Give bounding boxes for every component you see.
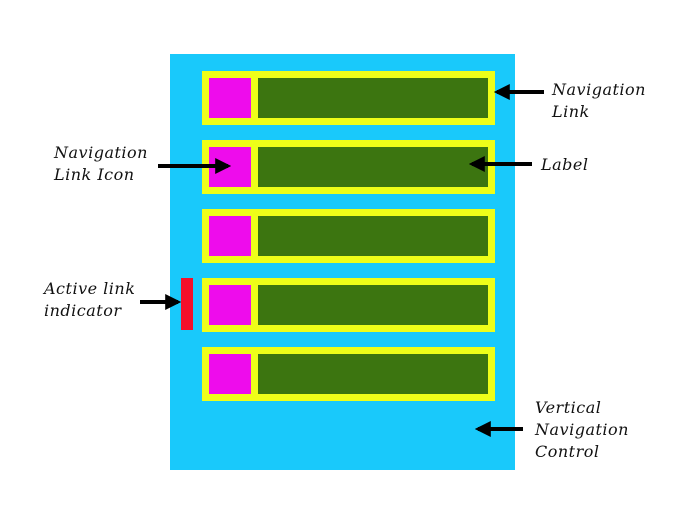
callout-label: Label xyxy=(541,155,589,174)
navigation-link-label xyxy=(258,285,488,325)
navigation-link-1[interactable] xyxy=(202,71,495,125)
navigation-link-label xyxy=(258,78,488,118)
navigation-link-4[interactable] xyxy=(202,278,495,332)
navigation-link-label xyxy=(258,147,488,187)
active-link-indicator xyxy=(181,278,193,330)
navigation-link-icon xyxy=(209,78,251,118)
navigation-link-icon xyxy=(209,216,251,256)
callout-active-link-indicator: Active link indicator xyxy=(44,279,136,320)
navigation-link-label xyxy=(258,354,488,394)
callout-navigation-link: Navigation Link xyxy=(552,80,646,121)
navigation-link-5[interactable] xyxy=(202,347,495,401)
navigation-link-icon xyxy=(209,354,251,394)
callout-vertical-navigation-control: Vertical Navigation Control xyxy=(535,398,629,461)
navigation-link-label xyxy=(258,216,488,256)
navigation-link-icon xyxy=(209,285,251,325)
navigation-link-2[interactable] xyxy=(202,140,495,194)
callout-navigation-link-icon: Navigation Link Icon xyxy=(54,143,148,184)
navigation-link-3[interactable] xyxy=(202,209,495,263)
